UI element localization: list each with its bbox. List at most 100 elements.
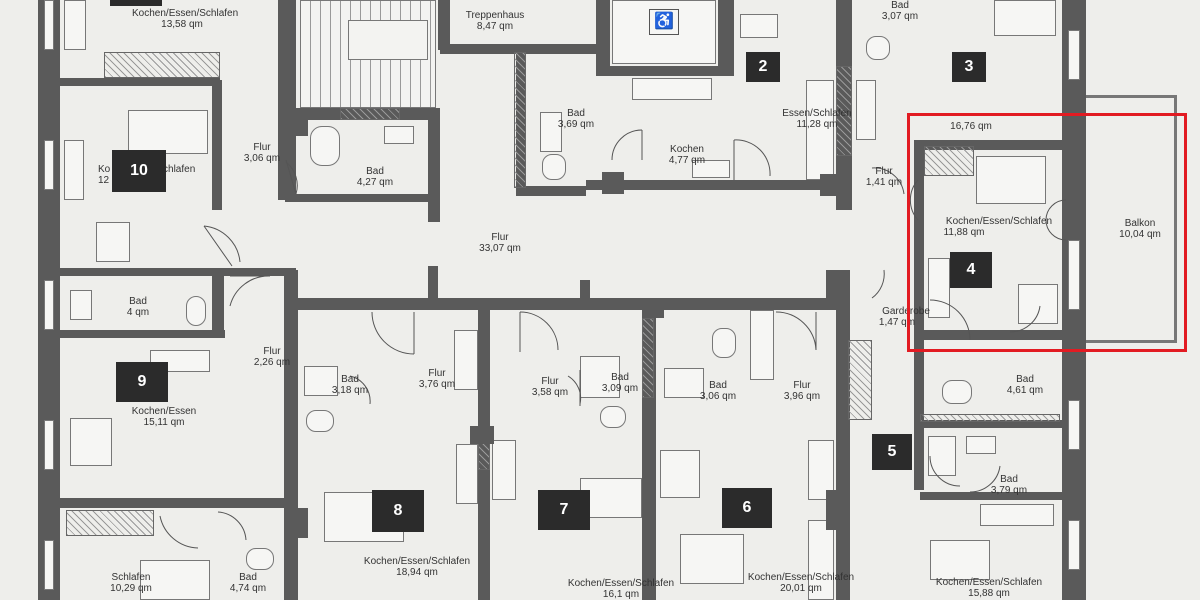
room-label-partial: 12 [98, 175, 110, 186]
shaft-hatch-8 [104, 52, 220, 78]
kitchen-unit1 [64, 0, 86, 50]
window-left-3 [44, 280, 54, 330]
pillar-3 [820, 174, 842, 196]
wall-small-top2 [580, 280, 590, 300]
table-unit4 [1018, 284, 1058, 324]
shower-bad369 [540, 112, 562, 152]
kitchen-stove-kochen [692, 160, 730, 178]
wall-bad427-bottom [285, 194, 435, 202]
stair-landing [348, 20, 428, 60]
pillar-6 [470, 426, 494, 444]
wall-unit9-bottom [60, 498, 298, 508]
unit-number-3: 3 [952, 52, 986, 82]
wall-bad379-top [920, 420, 1062, 428]
kitchen-unit3 [856, 80, 876, 140]
shaft-hatch-1 [514, 52, 526, 188]
unit-number-1-partial [110, 0, 162, 6]
pillar-5 [646, 298, 664, 318]
unit-number-7: 7 [538, 490, 590, 530]
balcony-outline-bottom [1086, 340, 1176, 343]
unit-number-2: 2 [746, 52, 780, 82]
toilet-bad4 [186, 296, 206, 326]
shower-bad318 [304, 366, 338, 396]
balcony-outline-top [1086, 95, 1176, 98]
bed-unit7 [580, 478, 642, 518]
shaft-hatch-7 [924, 146, 974, 176]
wardrobe-unit6 [808, 520, 834, 600]
highlight-unit-4 [907, 113, 1187, 352]
kitchen-counter-kochen [632, 78, 712, 100]
shaft-hatch-5 [848, 340, 872, 420]
unit-number-9: 9 [116, 362, 168, 402]
wardrobe-unit2 [806, 80, 834, 180]
kitchen-unit5 [980, 504, 1054, 526]
balcony-outline-right [1174, 95, 1177, 343]
wall-bad4-right [212, 268, 224, 338]
wall-unit5-inner [914, 340, 924, 490]
window-left-4 [44, 420, 54, 470]
table-unit9 [70, 418, 112, 466]
pillar-7 [286, 508, 308, 538]
wall-kitchen-bottom [586, 180, 844, 190]
wall-bad379-bottom [920, 492, 1062, 500]
wall-unit9-top [60, 330, 225, 338]
pillar-2 [602, 172, 624, 194]
shaft-hatch-9 [66, 510, 154, 536]
sink-bad427 [384, 126, 414, 144]
shower-bad306 [664, 368, 704, 398]
bed-unit5 [930, 540, 990, 580]
unit-number-6: 6 [722, 488, 772, 528]
kitchen-unit10 [64, 140, 84, 200]
wall-bad427-right [428, 108, 440, 222]
room-label-partial: Ko [98, 164, 111, 175]
window-right-3 [1068, 400, 1080, 450]
wall-stair-right [438, 0, 450, 50]
window-right-2 [1068, 240, 1080, 310]
toilet-bad309 [600, 406, 626, 428]
bed-unit2 [740, 14, 778, 38]
wall-small-top [428, 266, 438, 300]
unit-number-4: 4 [950, 252, 992, 288]
elevator-shaft [596, 0, 610, 75]
elevator-cabin: ♿ [612, 0, 716, 64]
toilet-bad307 [866, 36, 890, 60]
window-right-1 [1068, 30, 1080, 80]
wall-unit4-top [914, 140, 1064, 150]
kitchen-unit7 [492, 440, 516, 500]
door-kochen [611, 129, 643, 161]
wardrobe-unit8 [454, 330, 478, 390]
wall-lower-top [296, 298, 836, 310]
wall-lower-top-right [770, 300, 840, 308]
bed-unit4 [976, 156, 1046, 204]
wall-unit4-bottom [920, 330, 1062, 340]
toilet-bad318 [306, 410, 334, 432]
wall-bath-center-bottom [516, 186, 586, 196]
unit-number-8: 8 [372, 490, 424, 532]
sink-bad379 [966, 436, 996, 454]
table-unit6 [660, 450, 700, 498]
room-label-partial: n/Schlafen [148, 164, 196, 175]
kitchen-unit8 [456, 444, 478, 504]
